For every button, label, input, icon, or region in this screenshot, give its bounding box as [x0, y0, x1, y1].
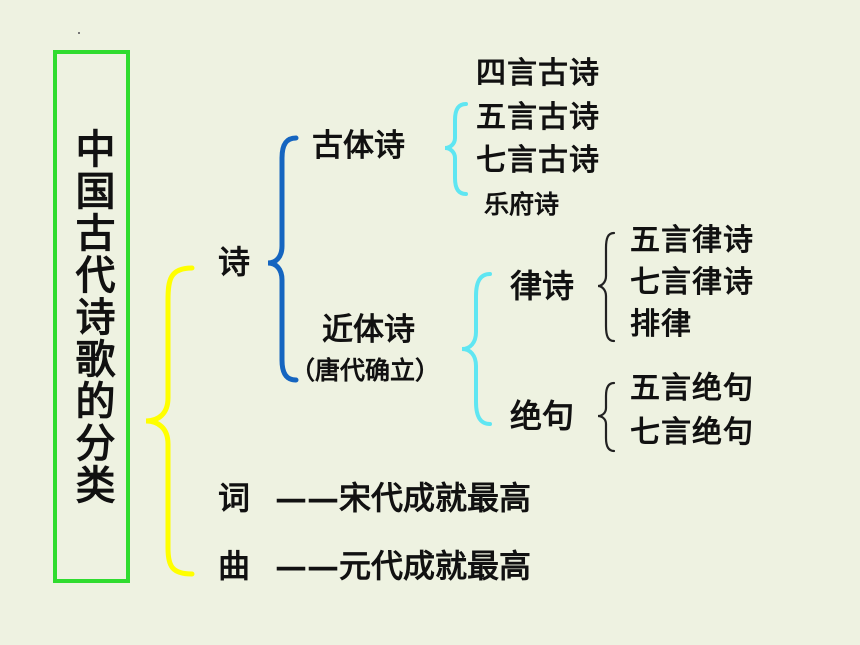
node-qu: 曲 — [218, 547, 251, 585]
node-lvshi: 律诗 — [510, 267, 575, 305]
node-jueju: 绝句 — [510, 397, 575, 435]
shi-brace — [267, 135, 299, 383]
node-qu-note: ——元代成就最高 — [275, 547, 532, 585]
node-shi: 诗 — [218, 243, 251, 281]
gu-item: 七言古诗 — [476, 143, 600, 178]
lv-item: 排律 — [630, 307, 692, 342]
root-brace — [145, 265, 195, 577]
jueju-brace — [597, 381, 616, 453]
node-jintishi: 近体诗 — [322, 312, 415, 348]
jintishi-brace — [461, 272, 492, 426]
title-box: 中国古代诗歌的分类 — [53, 50, 130, 583]
lvshi-brace — [597, 231, 616, 343]
jue-item: 五言绝句 — [630, 371, 754, 406]
lv-item: 七言律诗 — [630, 265, 754, 300]
node-gutishi: 古体诗 — [312, 128, 405, 164]
gutishi-brace — [444, 102, 468, 196]
node-ci-note: ——宋代成就最高 — [275, 479, 532, 517]
jue-item: 七言绝句 — [630, 415, 754, 450]
corner-dot — [78, 32, 80, 34]
lv-item: 五言律诗 — [630, 223, 754, 258]
node-jintishi-note: （唐代确立） — [290, 356, 441, 385]
gu-item: 四言古诗 — [476, 56, 600, 91]
title-text: 中国古代诗歌的分类 — [68, 127, 116, 506]
node-ci: 词 — [218, 479, 251, 517]
gu-item: 五言古诗 — [476, 100, 600, 135]
gu-item: 乐府诗 — [484, 190, 560, 219]
